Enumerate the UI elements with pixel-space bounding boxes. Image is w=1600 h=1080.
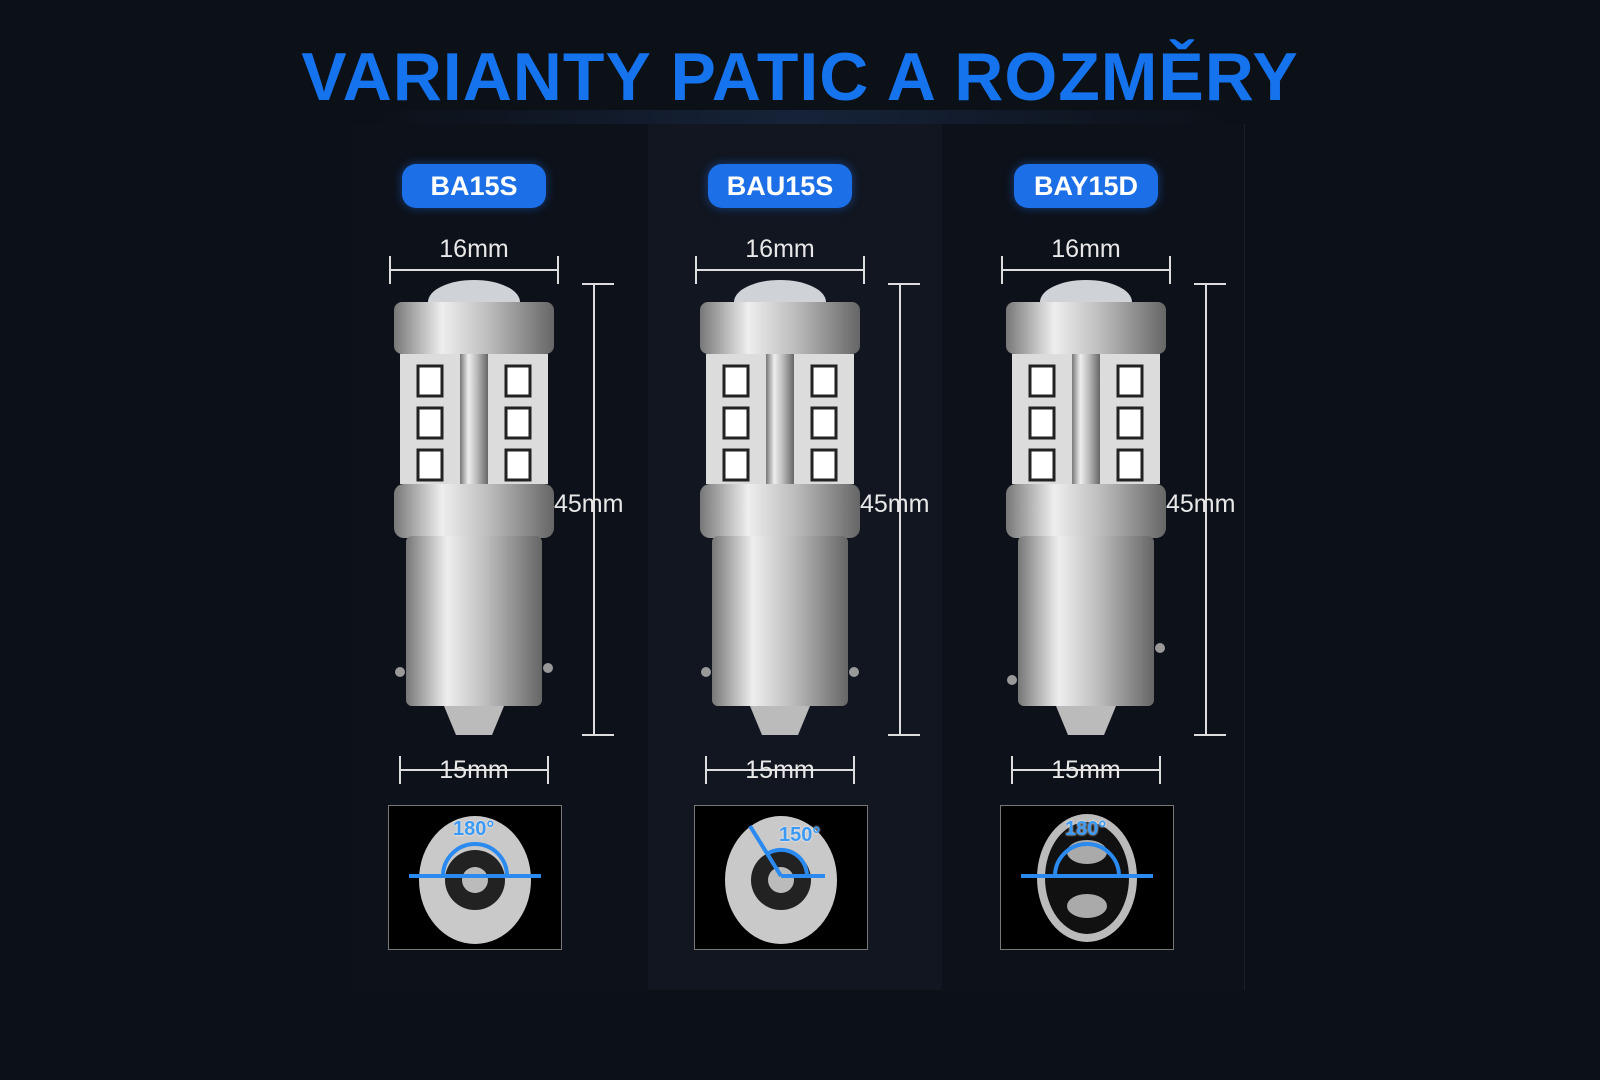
pin-angle-label: 180°	[453, 818, 495, 840]
socket-face-icon	[409, 816, 541, 944]
top-width-label: 16mm	[745, 235, 815, 263]
socket-face-icon	[1021, 814, 1153, 942]
page-title: VARIANTY PATIC A ROZMĚRY	[301, 39, 1299, 115]
base-width-label: 15mm	[439, 756, 509, 784]
pin-angle-inset: 180°	[1000, 805, 1174, 950]
socket-type-badge: BA15S	[402, 164, 546, 208]
variant-column: BA15S	[324, 0, 624, 1080]
bulb-icon	[700, 280, 860, 735]
dimension-lines	[695, 256, 920, 784]
bulb-dimension-drawing	[695, 256, 920, 784]
bulb-dimension-drawing	[389, 256, 614, 784]
bulb-icon	[394, 280, 554, 735]
base-width-label: 15mm	[1051, 756, 1121, 784]
bulb-icon	[1006, 280, 1166, 735]
pin-angle-label: 150°	[779, 824, 821, 846]
height-label: 45mm	[860, 490, 930, 518]
variant-column: BAY15D	[936, 0, 1236, 1080]
height-label: 45mm	[554, 490, 624, 518]
height-label: 45mm	[1166, 490, 1236, 518]
pin-angle-label: 180°	[1065, 818, 1107, 840]
socket-type-badge: BAU15S	[708, 164, 852, 208]
pin-angle-inset: 180°	[388, 805, 562, 950]
socket-type-badge: BAY15D	[1014, 164, 1158, 208]
variant-column: BAU15S	[630, 0, 930, 1080]
pin-angle-inset: 150°	[694, 805, 868, 950]
top-width-label: 16mm	[439, 235, 509, 263]
dimension-lines	[1001, 256, 1226, 784]
dimension-lines	[389, 256, 614, 784]
top-width-label: 16mm	[1051, 235, 1121, 263]
base-width-label: 15mm	[745, 756, 815, 784]
bulb-dimension-drawing	[1001, 256, 1226, 784]
socket-face-icon	[725, 816, 837, 944]
